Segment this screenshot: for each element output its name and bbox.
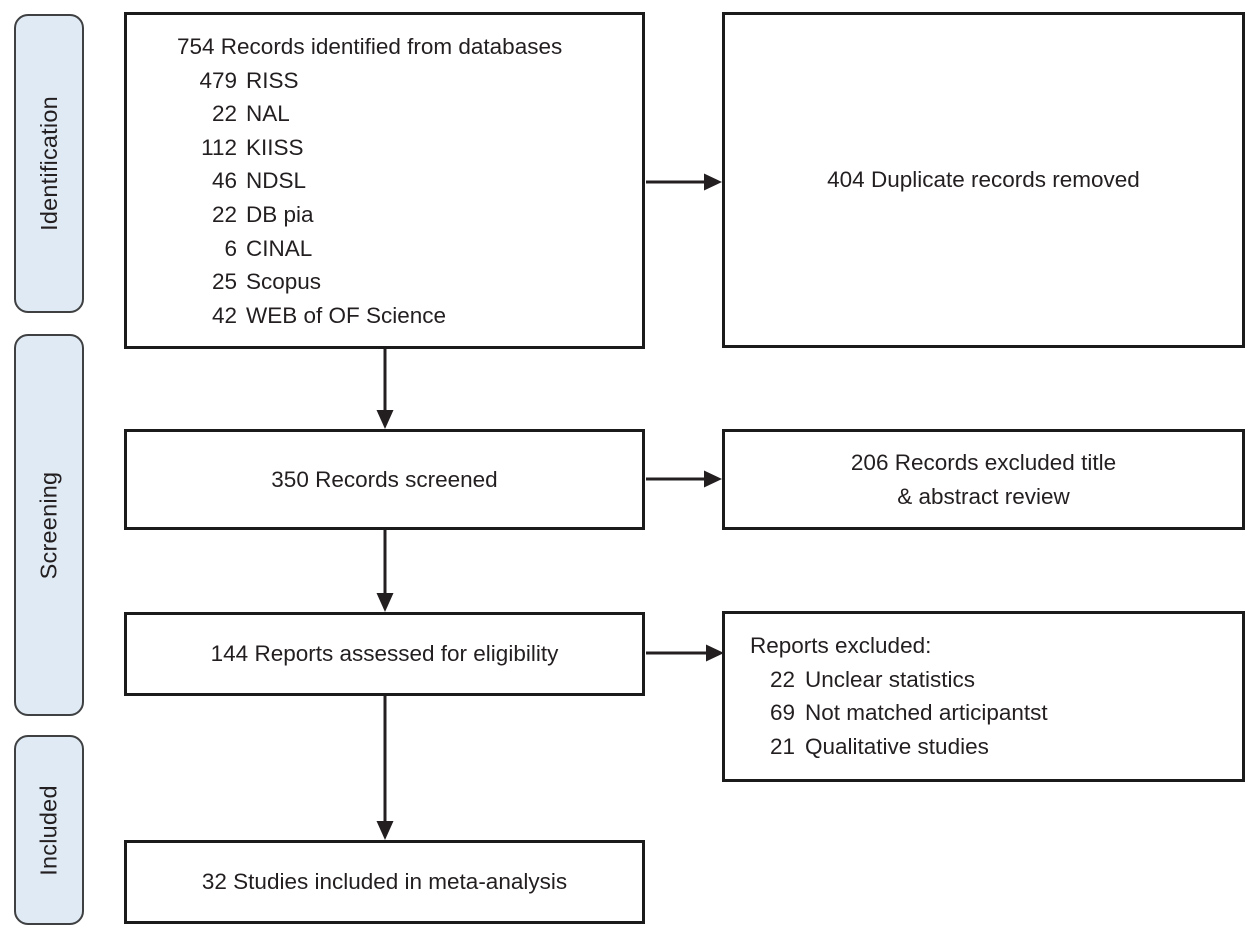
exclusion-item-reason: Unclear statistics	[805, 666, 976, 692]
database-item-source: CINAL	[246, 235, 313, 261]
database-item: 46 NDSL	[127, 164, 632, 198]
box-reports-assessed: 144 Reports assessed for eligibility	[124, 612, 645, 696]
database-item-source: NAL	[246, 101, 290, 127]
database-item-count: 46	[211, 168, 237, 194]
exclusion-item-reason: Not matched articipantst	[805, 700, 1048, 726]
database-item: 42 WEB of OF Science	[127, 299, 632, 333]
database-item-source: KIISS	[246, 134, 304, 160]
stage-label-included-text: Included	[35, 784, 62, 876]
records-excluded-line2: & abstract review	[897, 483, 1070, 509]
database-item-count: 25	[211, 269, 237, 295]
exclusion-item-reason: Qualitative studies	[805, 733, 989, 759]
database-item-source: RISS	[246, 67, 299, 93]
database-item-source: DB pia	[246, 201, 314, 227]
stage-label-included: Included	[14, 735, 84, 925]
exclusion-item: 69 Not matched articipantst	[725, 696, 1232, 730]
database-item-source: NDSL	[246, 168, 307, 194]
stage-label-identification: Identification	[14, 14, 84, 313]
database-item-source: Scopus	[246, 269, 322, 295]
arrow-assessed-to-included	[376, 696, 394, 840]
arrow-identified-to-duplicates	[646, 173, 722, 191]
database-item: 479 RISS	[127, 64, 632, 98]
exclusion-item: 21 Qualitative studies	[725, 730, 1232, 764]
records-excluded-line1: 206 Records excluded title	[850, 449, 1117, 475]
exclusion-item: 22 Unclear statistics	[725, 663, 1232, 697]
database-item-count: 22	[211, 101, 237, 127]
box-reports-excluded: Reports excluded: 22 Unclear statistics …	[722, 611, 1245, 782]
box-records-excluded-title-abstract: 206 Records excluded title & abstract re…	[722, 429, 1245, 530]
box-duplicates-removed: 404 Duplicate records removed	[722, 12, 1245, 348]
duplicates-removed-text: 404 Duplicate records removed	[827, 167, 1140, 193]
database-item-count: 112	[201, 134, 237, 160]
arrow-assessed-to-reports-excluded	[646, 644, 724, 662]
exclusion-item-count: 22	[769, 666, 795, 692]
exclusion-item-count: 21	[769, 733, 795, 759]
exclusion-item-count: 69	[769, 700, 795, 726]
stage-label-screening: Screening	[14, 334, 84, 716]
studies-included-text: 32 Studies included in meta-analysis	[201, 869, 568, 895]
reports-assessed-text: 144 Reports assessed for eligibility	[210, 641, 559, 667]
database-item-source: WEB of OF Science	[246, 302, 447, 328]
box-records-identified: 754 Records identified from databases 47…	[124, 12, 645, 349]
database-item-count: 42	[211, 302, 237, 328]
database-item: 112 KIISS	[127, 131, 632, 165]
database-item: 22 NAL	[127, 97, 632, 131]
box-records-screened: 350 Records screened	[124, 429, 645, 530]
database-item: 6 CINAL	[127, 232, 632, 266]
database-item-count: 22	[211, 201, 237, 227]
database-item-count: 6	[224, 235, 237, 261]
records-screened-text: 350 Records screened	[271, 466, 498, 492]
stage-label-screening-text: Screening	[35, 471, 62, 579]
database-item: 25 Scopus	[127, 265, 632, 299]
arrow-screened-to-excluded	[646, 470, 722, 488]
reports-excluded-title: Reports excluded:	[750, 633, 932, 658]
box-studies-included: 32 Studies included in meta-analysis	[124, 840, 645, 924]
stage-label-identification-text: Identification	[35, 96, 62, 231]
arrow-screened-to-assessed	[376, 530, 394, 612]
database-item-count: 479	[199, 67, 237, 93]
records-identified-title: 754 Records identified from databases	[177, 34, 563, 59]
arrow-identified-to-screened	[376, 349, 394, 429]
database-item: 22 DB pia	[127, 198, 632, 232]
